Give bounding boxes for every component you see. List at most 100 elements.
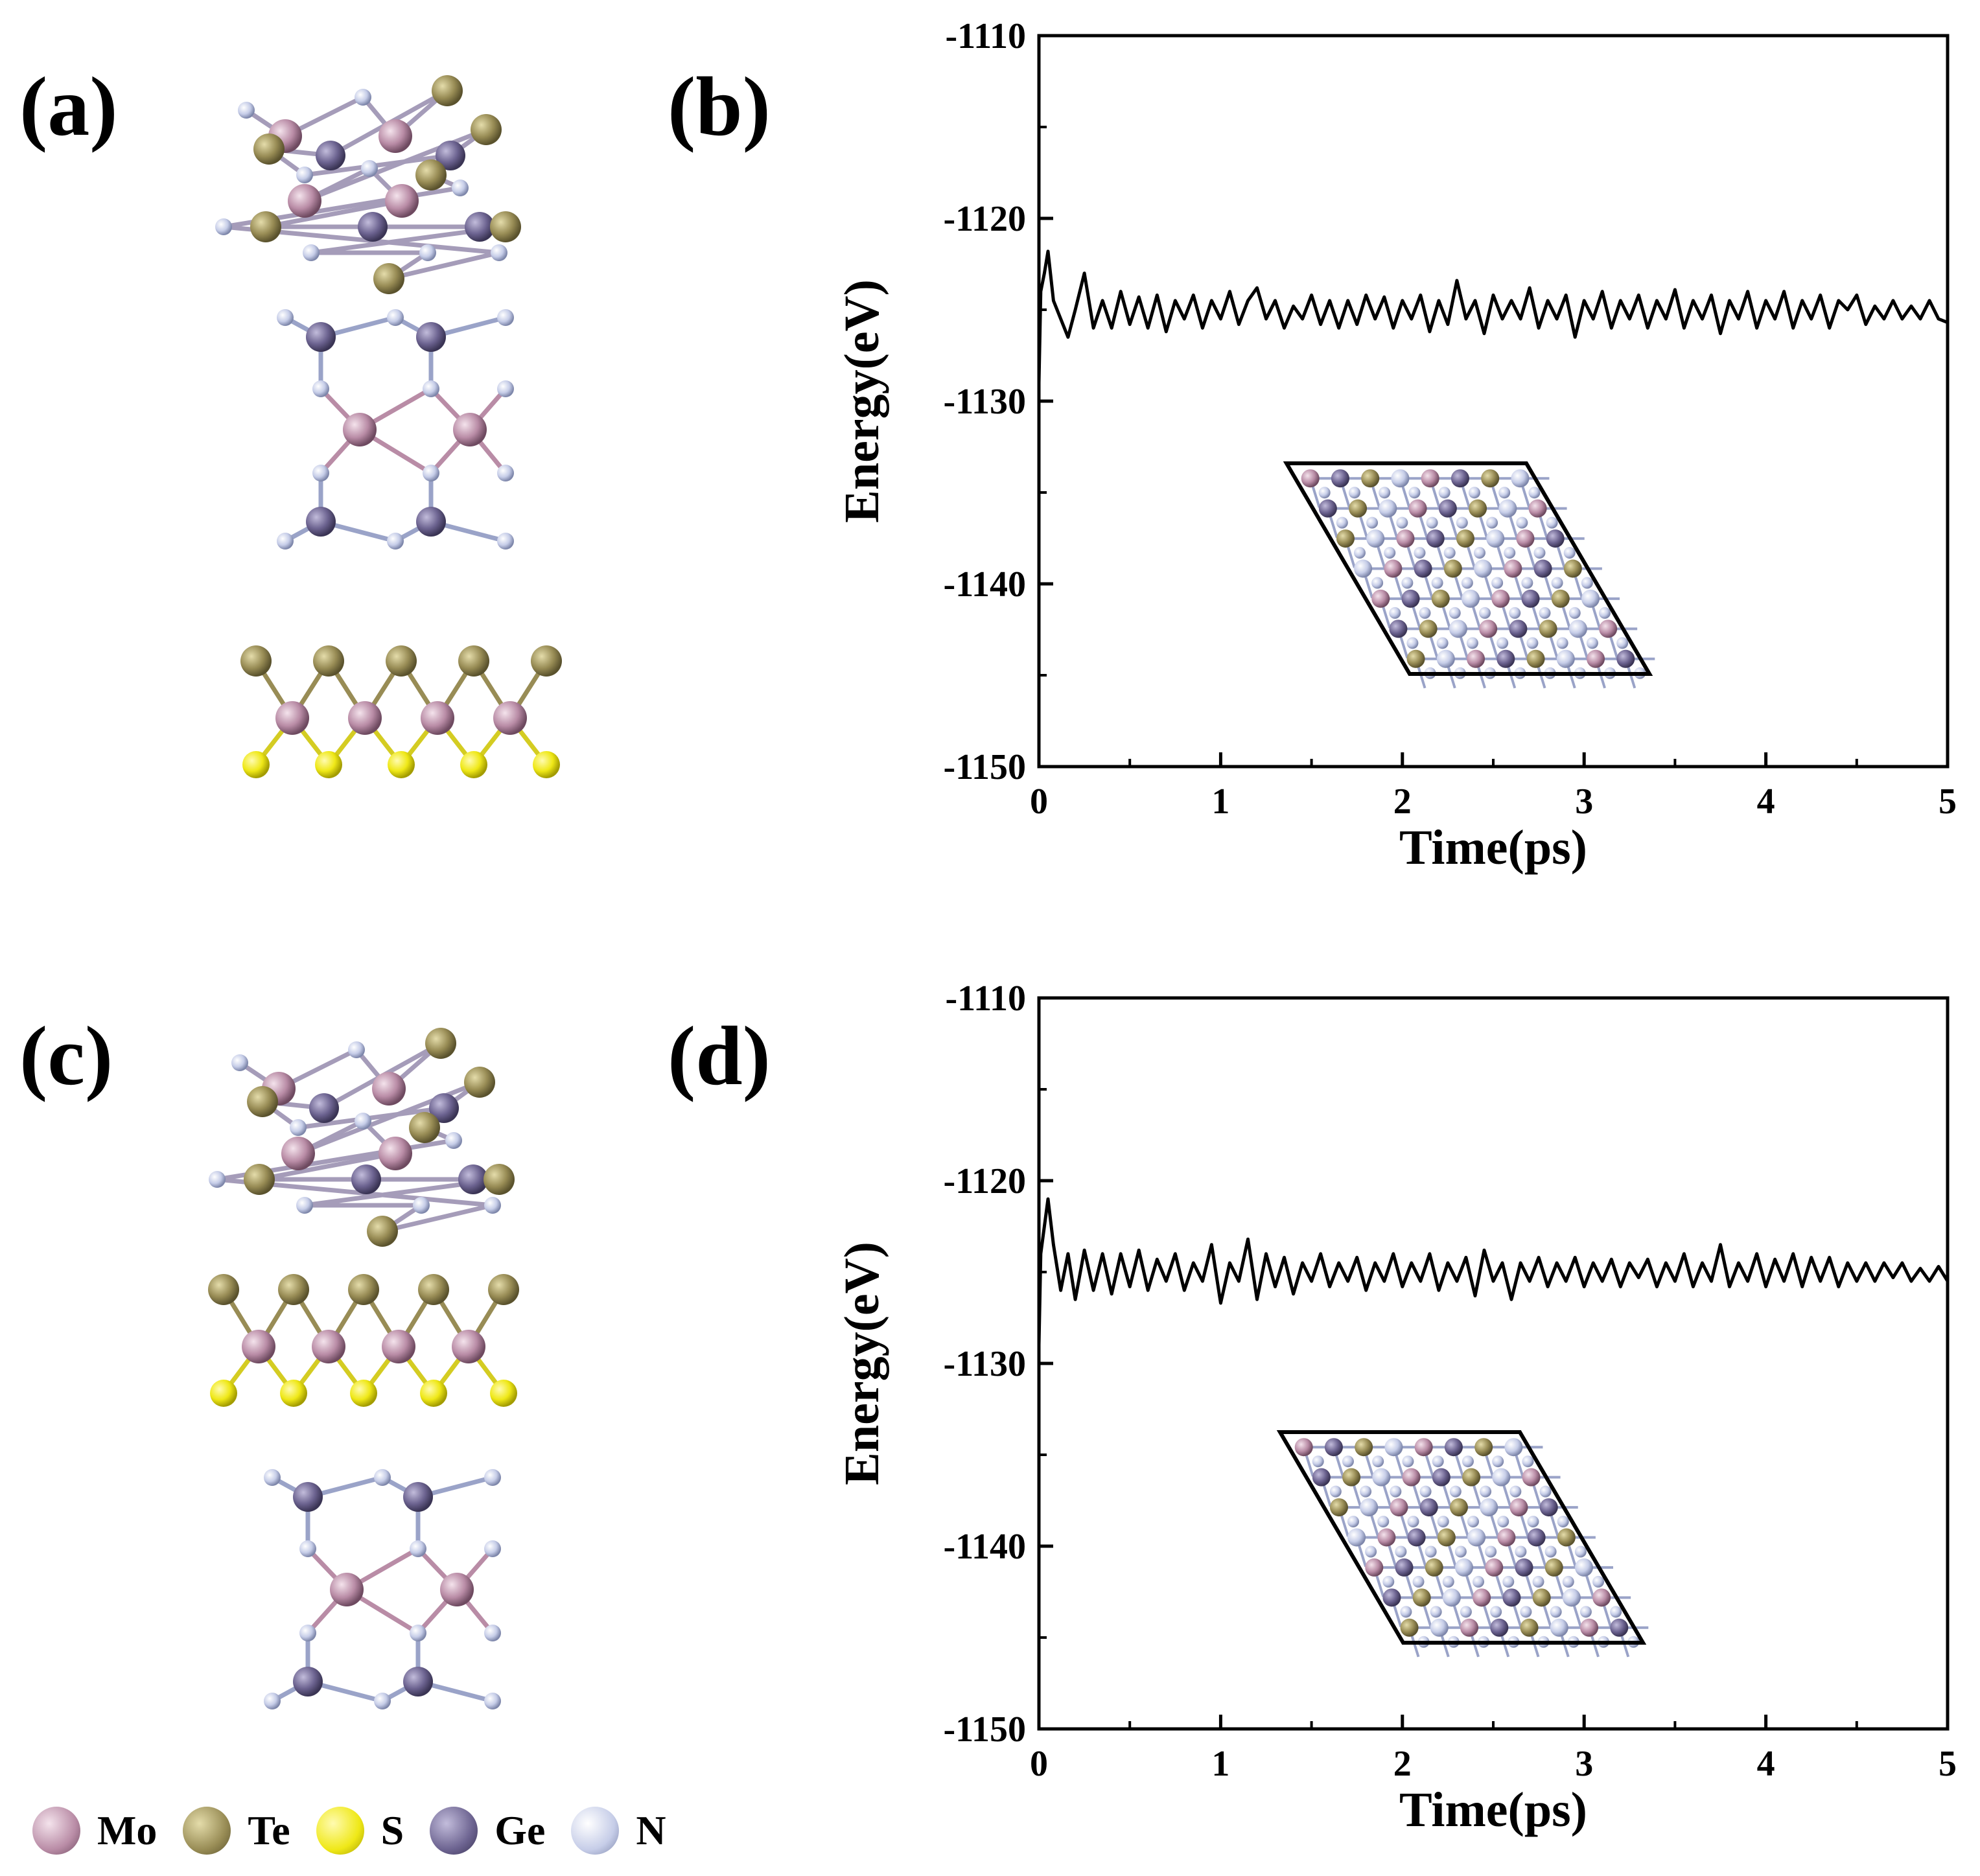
inset-atom (1431, 589, 1450, 608)
legend-item-s: S (316, 1807, 404, 1855)
inset-atom (1390, 1485, 1402, 1498)
element-legend: Mo Te S Ge N (32, 1795, 692, 1866)
inset-atom (1460, 1618, 1479, 1637)
inset-atom (1511, 469, 1530, 488)
legend-label-mo: Mo (97, 1807, 157, 1853)
atom-n (497, 533, 514, 550)
inset-atom (1395, 1558, 1414, 1577)
atom-n (484, 1197, 501, 1214)
x-axis-title: Time(ps) (1399, 1783, 1587, 1837)
inset-atom (1562, 1588, 1581, 1607)
inset-atom (1396, 529, 1415, 548)
inset-atom (1544, 1558, 1563, 1577)
inset-unit-cell (1276, 1430, 1647, 1645)
inset-atom (1581, 589, 1600, 608)
inset-atom (1425, 1546, 1437, 1558)
legend-item-ge: Ge (430, 1807, 545, 1855)
inset-atom (1579, 1606, 1592, 1618)
inset-atom (1401, 577, 1414, 589)
atom-mo (493, 701, 527, 735)
atom-te (250, 211, 281, 242)
inset-atom (1454, 1546, 1467, 1558)
inset-atom (1379, 487, 1391, 499)
atom-s (490, 1380, 517, 1407)
inset-atom (1384, 1438, 1403, 1457)
legend-label-ge: Ge (495, 1807, 546, 1853)
x-tick-label: 3 (1575, 782, 1593, 822)
inset-atom (1389, 620, 1408, 638)
inset-atom (1419, 1485, 1432, 1498)
inset-atom (1354, 559, 1373, 578)
inset-atom (1406, 649, 1425, 668)
atom-n (231, 1054, 248, 1071)
atom-te (386, 645, 417, 677)
atom-s (420, 1380, 447, 1407)
inset-atom (1347, 1516, 1359, 1528)
inset-atom (1443, 559, 1462, 578)
inset-atom (1336, 516, 1348, 529)
inset-atom (1444, 1438, 1463, 1457)
atom-mo (382, 1330, 415, 1363)
inset-atom (1521, 589, 1540, 608)
atom-mo (343, 413, 377, 446)
inset-atom (1504, 1438, 1523, 1457)
atom-ge (306, 507, 336, 537)
atom-s (210, 1380, 237, 1407)
inset-atom (1407, 1528, 1426, 1547)
y-tick-label: -1150 (943, 1709, 1026, 1750)
te-swatch-icon (183, 1807, 231, 1855)
atom-n (484, 1625, 501, 1641)
inset-atom (1462, 1468, 1481, 1487)
atom-ge (416, 322, 446, 352)
atom-mo (275, 701, 309, 735)
legend-label-te: Te (248, 1807, 290, 1853)
atom-mo (242, 1330, 275, 1363)
inset-atom (1516, 516, 1528, 529)
ge-swatch-icon (430, 1807, 478, 1855)
inset-atom (1556, 649, 1575, 668)
atom-n (238, 102, 255, 119)
inset-atom (1379, 499, 1397, 518)
atom-ge (309, 1093, 339, 1123)
inset-atom (1414, 559, 1432, 578)
atom-n (348, 1041, 365, 1058)
inset-atom (1442, 1575, 1454, 1588)
inset-atom (1329, 1485, 1342, 1498)
inset-atom (1430, 1618, 1449, 1637)
atom-mo (379, 119, 412, 153)
inset-atom (1401, 589, 1420, 608)
atom-ge (306, 322, 336, 352)
y-tick-label: -1140 (943, 1527, 1026, 1567)
inset-atom (1497, 637, 1509, 649)
atom-mo (330, 1573, 364, 1606)
panel-label-c: (c) (19, 1010, 113, 1103)
inset-atom (1426, 516, 1438, 529)
inset-atom (1474, 559, 1493, 578)
atom-mo (379, 1137, 412, 1170)
bond (386, 250, 502, 281)
inset-atom (1430, 1606, 1442, 1618)
inset-atom (1366, 516, 1379, 529)
y-tick-label: -1120 (943, 199, 1026, 239)
atom-n (387, 309, 404, 326)
atom-ge (358, 212, 388, 242)
inset-atom (1616, 649, 1635, 668)
inset-atom (1442, 1588, 1461, 1607)
inset-atom (1426, 529, 1445, 548)
inset-unit-cell (1283, 461, 1653, 676)
inset-atom (1396, 516, 1408, 529)
inset-atom (1353, 547, 1366, 559)
atom-te (208, 1274, 239, 1305)
inset-atom (1556, 637, 1568, 649)
inset-atom (1563, 559, 1582, 578)
inset-atom (1533, 559, 1552, 578)
inset-atom (1294, 1438, 1313, 1457)
y-tick-label: -1110 (946, 16, 1026, 56)
inset-atom (1480, 1485, 1492, 1498)
atom-s (388, 751, 415, 778)
inset-atom (1486, 516, 1498, 529)
inset-atom (1402, 1468, 1421, 1487)
inset-atom (1421, 469, 1439, 488)
atom-n (361, 160, 378, 177)
